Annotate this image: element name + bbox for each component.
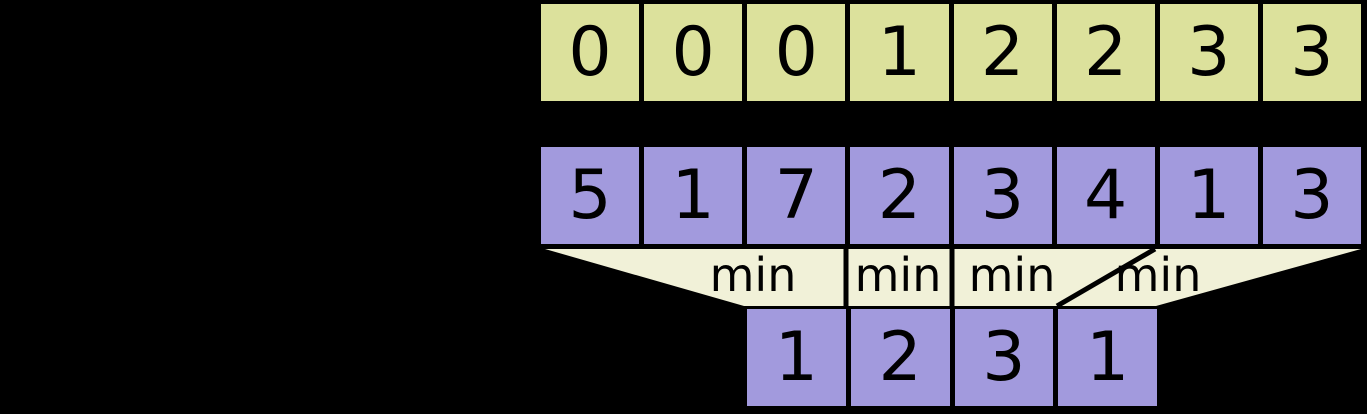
array-cell: 1: [1159, 147, 1258, 244]
min-op-label: min: [1114, 248, 1202, 302]
array-cell: 7: [747, 147, 846, 244]
block-min-cell: 3: [954, 309, 1054, 406]
block-min-cell: 1: [747, 309, 846, 406]
block-index-cell: 0: [541, 4, 640, 101]
array-cell: 3: [953, 147, 1052, 244]
min-op-label: min: [709, 248, 797, 302]
min-funnel-shape: [545, 246, 1361, 309]
block-index-cell: 0: [747, 4, 846, 101]
array-row: 5 1 7 2 3 4 1 3: [541, 147, 1361, 244]
block-min-row: 1 2 3 1: [747, 309, 1157, 406]
block-index-cell: 2: [1056, 4, 1155, 101]
block-min-cell: 2: [850, 309, 950, 406]
block-index-cell: 0: [644, 4, 743, 101]
array-cell: 2: [850, 147, 949, 244]
block-index-cell: 1: [850, 4, 949, 101]
block-index-cell: 2: [953, 4, 1052, 101]
min-op-label: min: [854, 248, 942, 302]
array-cell: 5: [541, 147, 640, 244]
block-min-cell: 1: [1058, 309, 1157, 406]
block-index-cell: 3: [1159, 4, 1258, 101]
min-op-label: min: [968, 248, 1056, 302]
block-index-cell: 3: [1262, 4, 1361, 101]
array-cell: 1: [644, 147, 743, 244]
array-cell: 3: [1262, 147, 1361, 244]
array-cell: 4: [1056, 147, 1155, 244]
block-index-row: 0 0 0 1 2 2 3 3: [541, 4, 1361, 101]
